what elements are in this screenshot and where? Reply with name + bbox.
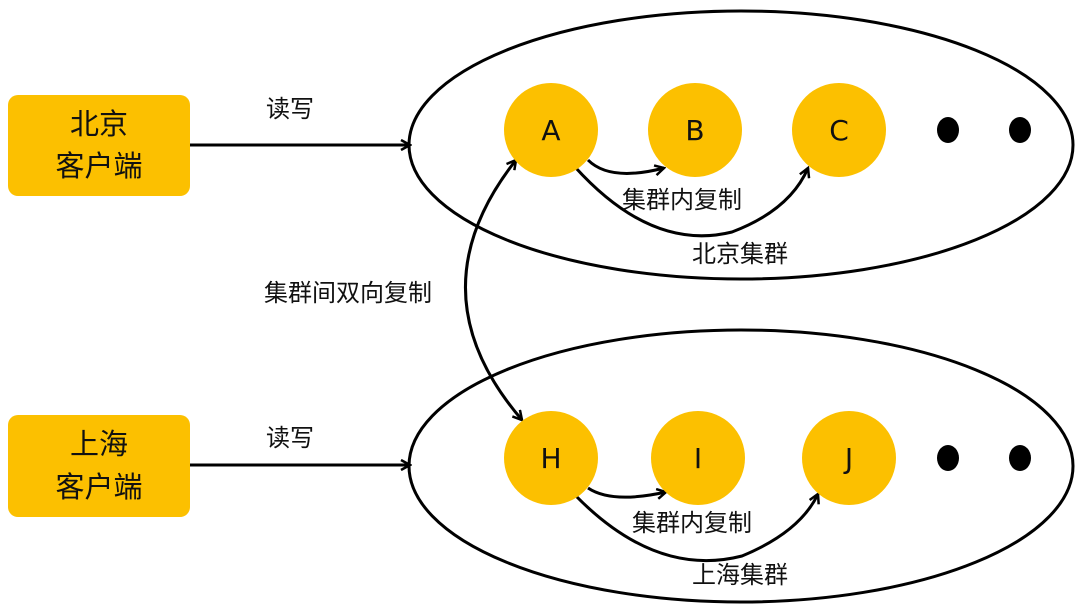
shanghai-client: 上海 客户端 [8,415,190,517]
beijing-ellipsis-dot-2 [1009,117,1031,143]
shanghai-client-line1: 上海 [70,427,128,461]
node-a-label: A [541,114,560,147]
shanghai-cluster-name: 上海集群 [692,561,788,589]
shanghai-client-box [8,415,190,517]
node-i-label: I [694,442,702,475]
inter-cluster-label: 集群间双向复制 [264,279,432,307]
beijing-ellipsis-dot-1 [937,117,959,143]
shanghai-intra-label: 集群内复制 [632,509,752,537]
node-h-label: H [540,442,561,475]
shanghai-ellipsis-dot-1 [937,445,959,471]
node-j-circle [802,411,896,505]
node-h-circle [504,411,598,505]
shanghai-ellipsis-dot-2 [1009,445,1031,471]
shanghai-h-to-j-arrow [573,494,818,563]
node-b-circle [648,83,742,177]
inter-cluster-arrow [464,160,522,420]
node-b-label: B [685,114,704,147]
node-c: C [792,83,886,177]
beijing-cluster-name: 北京集群 [692,240,788,268]
shanghai-h-to-i-arrow [587,486,666,497]
beijing-client-line1: 北京 [70,107,128,141]
node-i: I [651,411,745,505]
beijing-client: 北京 客户端 [8,95,190,196]
node-i-circle [651,411,745,505]
beijing-client-line2: 客户端 [55,149,142,183]
node-a: A [504,83,598,177]
beijing-client-box [8,95,190,196]
beijing-intra-label: 集群内复制 [622,186,742,214]
node-j: J [802,411,896,505]
node-h: H [504,411,598,505]
beijing-a-to-c-arrow [573,167,808,238]
node-a-circle [504,83,598,177]
node-c-circle [792,83,886,177]
node-c-label: C [829,114,849,147]
rw-shanghai-label: 读写 [266,424,314,452]
shanghai-client-line2: 客户端 [55,470,142,504]
beijing-a-to-b-arrow [586,158,664,173]
node-j-label: J [843,442,853,475]
rw-beijing-label: 读写 [266,95,314,123]
node-b: B [648,83,742,177]
